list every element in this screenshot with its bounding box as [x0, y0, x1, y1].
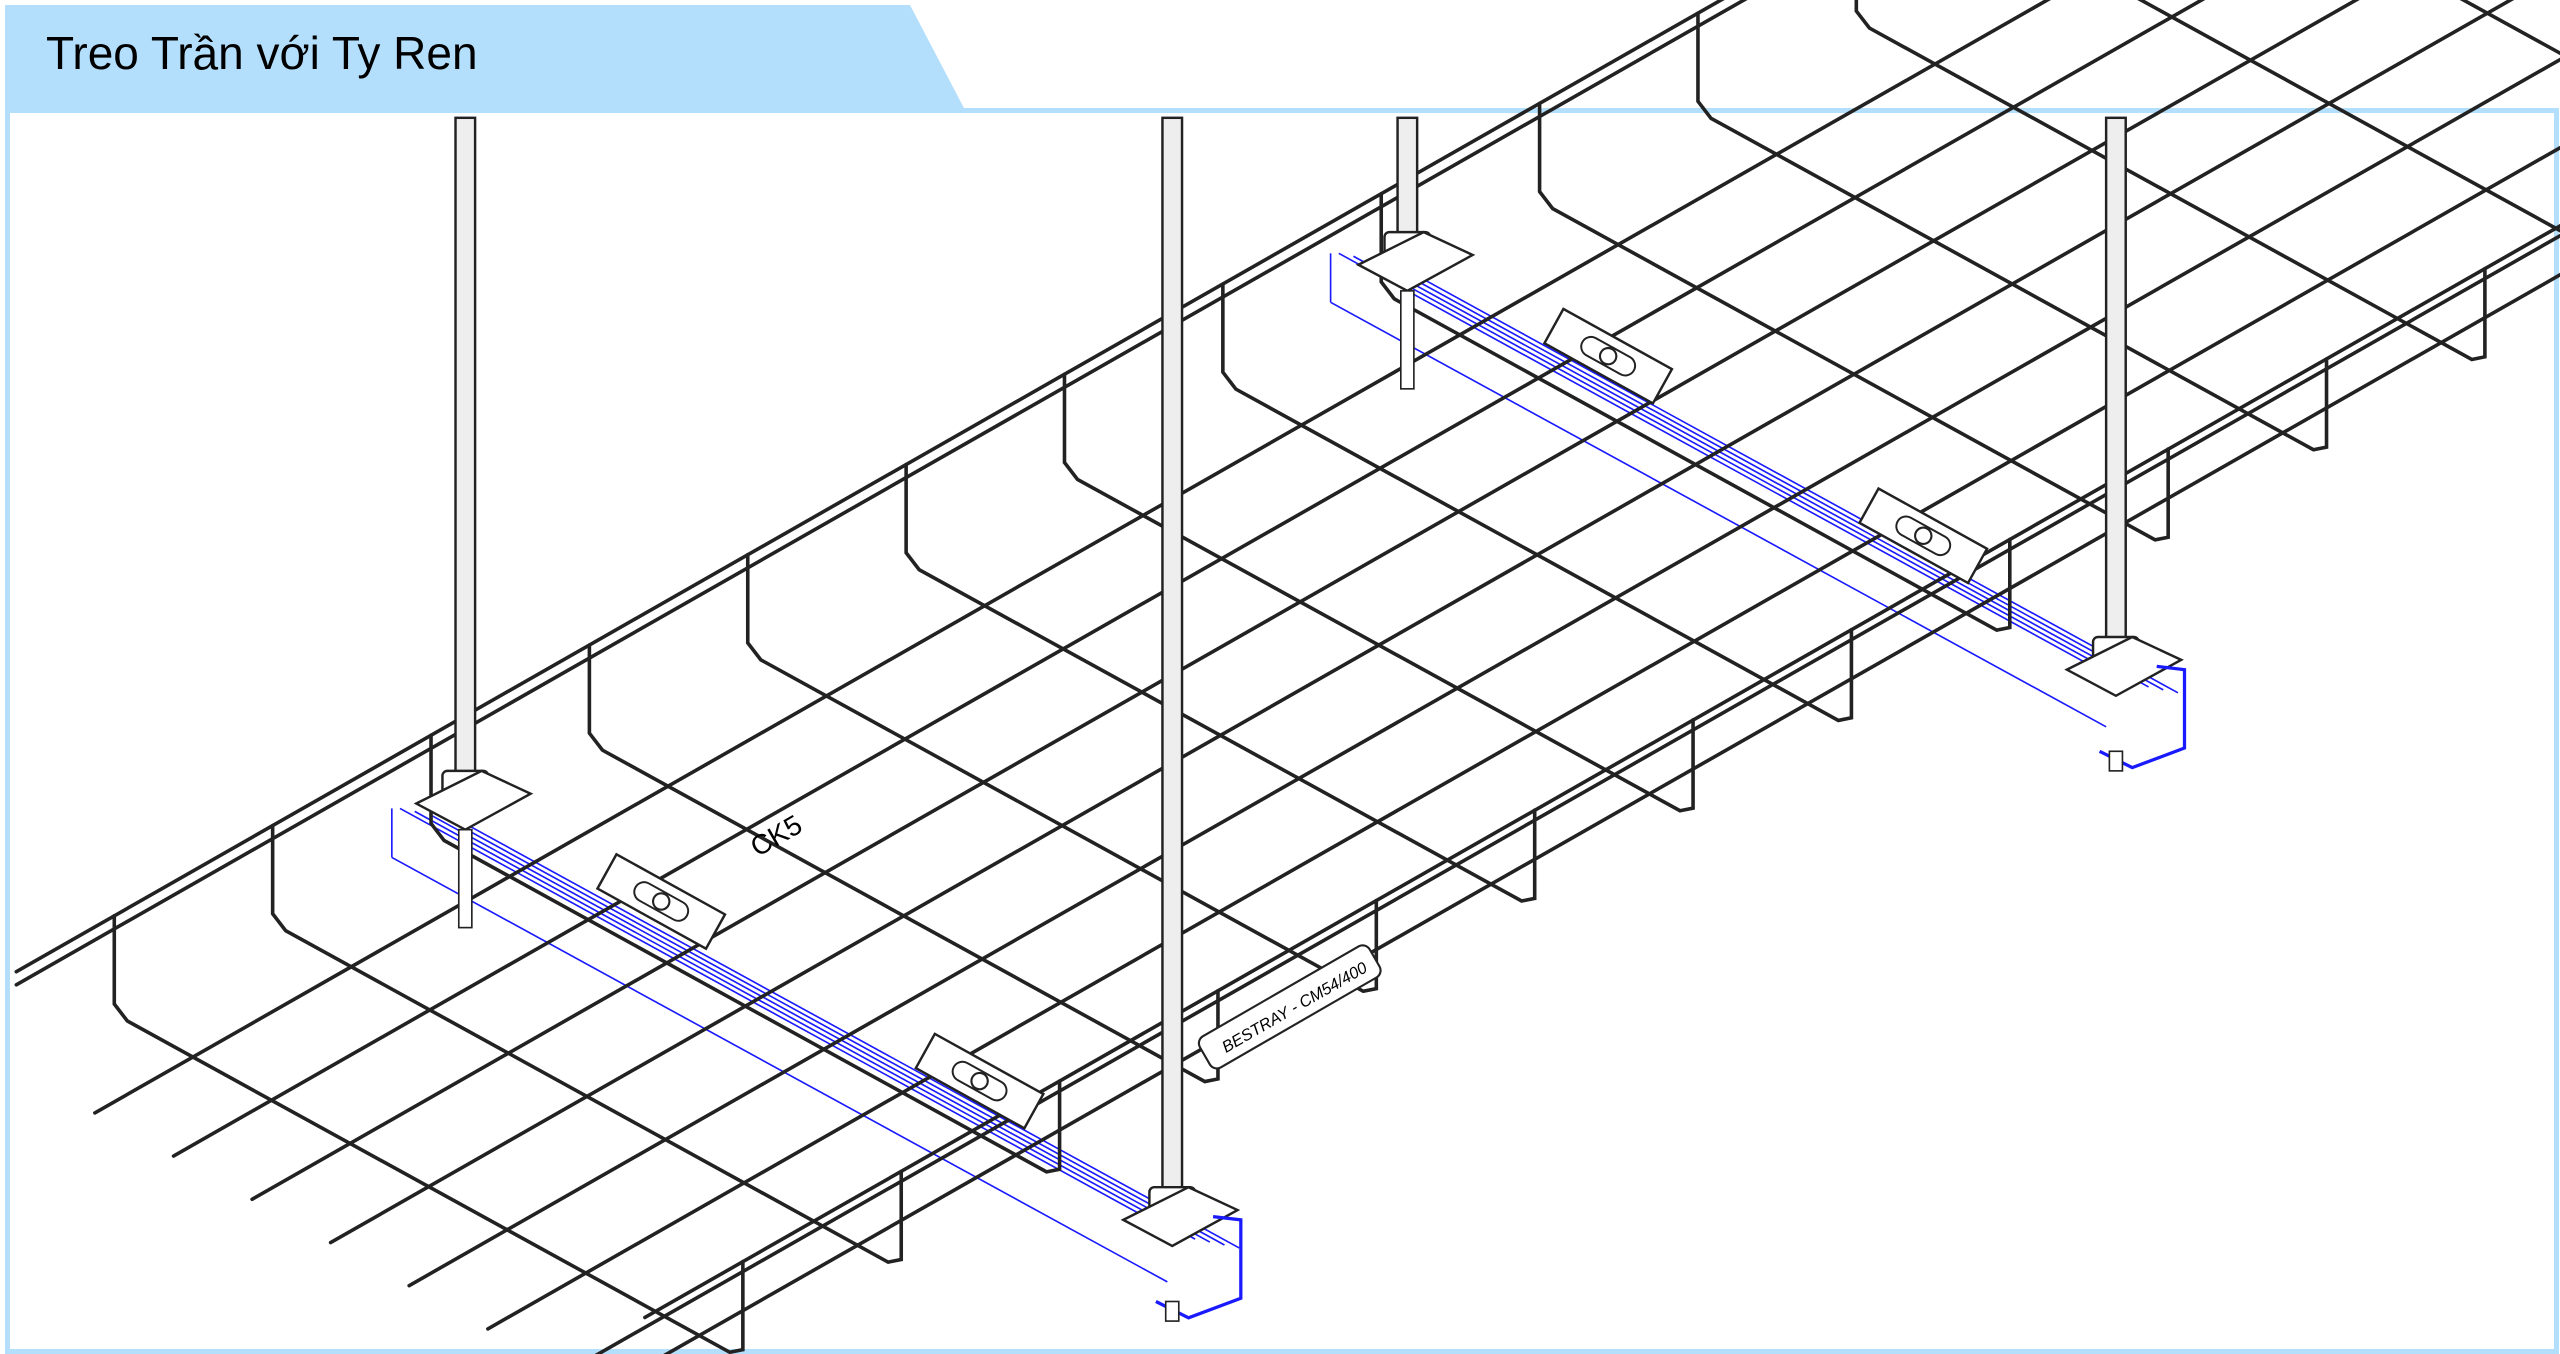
bolt-icon	[1914, 526, 1933, 545]
tray-code-label: CK5	[745, 809, 807, 863]
title-tab-shape	[5, 5, 965, 110]
rod-body	[1161, 116, 1184, 1202]
bolt-icon	[970, 1071, 989, 1091]
support-channel-lines	[391, 252, 2179, 1283]
undefined	[1221, 282, 1854, 723]
splice-clip	[914, 1032, 1046, 1130]
undefined	[93, 0, 2051, 1115]
undefined	[486, 145, 2560, 1331]
support-channel-line	[1330, 301, 2107, 728]
clip-slot	[633, 881, 690, 922]
rod-bracket	[2064, 635, 2184, 698]
title-tab: Treo Trần với Ty Ren	[0, 0, 965, 110]
splice-connectors	[595, 307, 1989, 1130]
clip-slot	[951, 1060, 1008, 1102]
rod-body	[2104, 116, 2127, 652]
support-channel-line	[1397, 264, 2179, 694]
support-channel-line	[391, 856, 1168, 1283]
drawing-frame	[5, 108, 2559, 1354]
bolt-icon	[1598, 346, 1618, 366]
threaded-rod	[1355, 116, 1476, 390]
undefined	[594, 233, 2560, 1354]
support-channel-line	[1353, 255, 2135, 685]
undefined	[2331, 0, 2560, 89]
support-channel-line	[1338, 252, 2120, 682]
rod-end	[2108, 750, 2124, 772]
undefined	[643, 223, 2560, 1320]
undefined	[2137, 0, 2560, 233]
rod-bracket	[1355, 230, 1476, 293]
support-channel-line	[443, 816, 1225, 1246]
product-label: BESTRAY - CM54/400	[1219, 959, 1370, 1057]
clip-slot	[1580, 335, 1637, 377]
undefined	[2459, 0, 2560, 56]
support-channel-line	[428, 813, 1211, 1243]
support-channel-line	[399, 807, 1181, 1237]
threaded-rods	[413, 116, 2187, 1322]
rod-body	[454, 116, 477, 786]
bolt-icon	[652, 892, 671, 911]
threaded-rod	[2064, 116, 2187, 772]
undefined	[270, 823, 904, 1265]
undefined	[663, 272, 2560, 1354]
rod-bracket	[1120, 1185, 1241, 1248]
splice-clip	[1857, 486, 1989, 585]
splice-clip	[1542, 307, 1674, 406]
undefined	[1854, 0, 2487, 362]
support-channel-line	[1382, 261, 2164, 691]
undefined	[250, 0, 2360, 1202]
splice-clip	[595, 852, 727, 951]
undefined	[1696, 11, 2329, 452]
undefined	[112, 914, 745, 1354]
undefined	[1062, 372, 1695, 813]
rod-end	[1164, 1300, 1180, 1322]
clip-slot	[1895, 515, 1952, 557]
support-channel-line	[1367, 258, 2149, 688]
threaded-rod	[413, 116, 534, 929]
undefined	[1537, 101, 2170, 542]
undefined	[328, 0, 2515, 1245]
rod-bracket	[413, 769, 534, 832]
threaded-rod	[1120, 116, 1243, 1322]
undefined	[14, 0, 1748, 987]
wire-mesh-tray	[14, 0, 2560, 1354]
undefined	[904, 462, 1537, 903]
undefined	[407, 57, 2560, 1288]
undefined	[14, 0, 1725, 974]
rod-end	[1400, 290, 1415, 390]
rod-end	[457, 828, 473, 929]
rod-body	[1396, 116, 1419, 247]
page-title: Treo Trần với Ty Ren	[46, 27, 478, 79]
undefined	[171, 0, 2206, 1158]
support-channel-line	[414, 810, 1196, 1240]
